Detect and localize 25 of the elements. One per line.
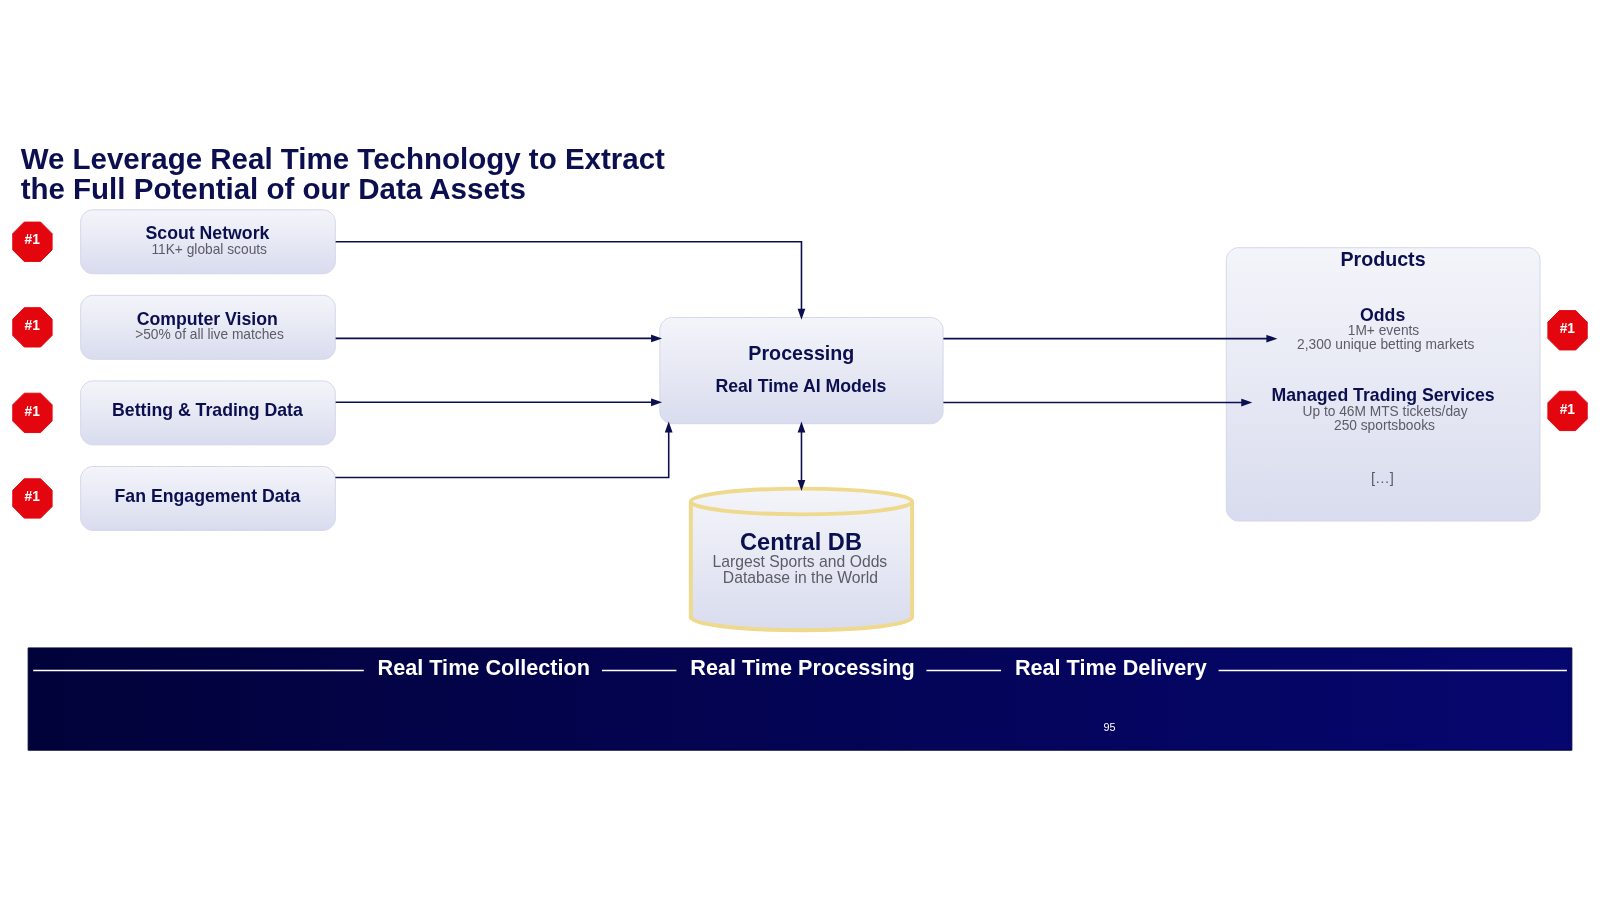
arrow bbox=[334, 397, 663, 406]
node-text: Real Time Delivery bbox=[1014, 654, 1207, 680]
arrow bbox=[942, 334, 1278, 342]
node-box: Scout Network 11K+ global scouts bbox=[80, 208, 336, 274]
node-text: Managed Trading Services Up to 46M MTS tickets/day 250 sportsbooks bbox=[1271, 384, 1495, 433]
node-box: Betting & Trading Data bbox=[80, 379, 336, 445]
node-box: Fan Engagement Data bbox=[80, 465, 336, 531]
label: […] bbox=[1370, 469, 1394, 486]
connector bbox=[925, 669, 1002, 671]
arrow bbox=[334, 420, 673, 478]
connector bbox=[601, 669, 678, 671]
node-text: Odds 1M+ events 2,300 unique betting markets bbox=[1297, 304, 1475, 352]
arrow bbox=[797, 421, 806, 491]
arrow bbox=[334, 240, 806, 320]
node-text: Real Time Processing bbox=[690, 654, 915, 680]
cluster bbox=[27, 646, 1573, 751]
arrow bbox=[942, 398, 1253, 406]
label: 95 bbox=[1103, 720, 1116, 733]
connector bbox=[1217, 669, 1568, 671]
node-text: Real Time Collection bbox=[377, 654, 590, 680]
node-box: Computer Vision >50% of all live matches bbox=[80, 294, 336, 360]
diagram-title: We Leverage Real Time Technology to Extract the Full Potential of our Data Assets bbox=[20, 141, 665, 205]
arrow bbox=[334, 334, 663, 342]
node-box: Processing Real Time AI Models bbox=[659, 316, 944, 424]
connector bbox=[32, 669, 365, 671]
